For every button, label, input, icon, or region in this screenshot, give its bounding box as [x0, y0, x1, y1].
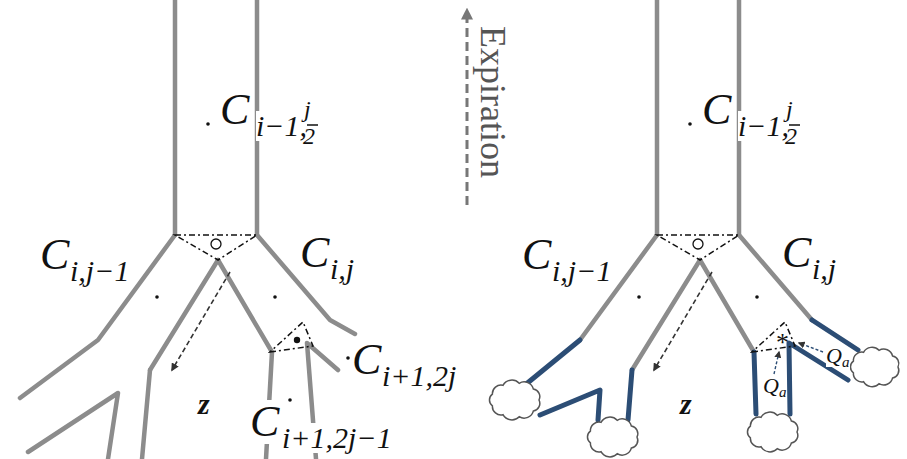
alveolus-cloud [850, 347, 898, 386]
centroid-dots [155, 122, 759, 402]
junction-circle [211, 239, 221, 249]
fraction-numerator: j [304, 97, 311, 121]
flow-symbol: Q [826, 345, 842, 367]
airway-tree-right [580, 0, 812, 370]
variable-symbol: C [782, 231, 811, 275]
subscript: i−1, [738, 111, 789, 141]
subscript: i+1,2j [382, 361, 456, 391]
variable-symbol: C [352, 338, 381, 382]
subscript: i,j−1 [70, 256, 129, 286]
junction-triangle [175, 235, 313, 352]
variable-symbol: C [522, 233, 551, 277]
junction-mark: * [776, 330, 789, 356]
z-axis-arrow [654, 272, 712, 370]
flow-arrow [799, 343, 823, 352]
junction-triangle [657, 235, 795, 352]
z-axis-arrow [172, 272, 230, 370]
flow-symbol: Q [763, 375, 779, 397]
subscript: i,j−1 [552, 256, 611, 286]
axis-label: z [198, 389, 210, 419]
alveolus-cloud [587, 417, 637, 457]
subscript: i−1, [256, 111, 307, 141]
variable-symbol: C [220, 88, 249, 132]
junction-circle [693, 239, 703, 249]
variable-symbol: C [702, 88, 731, 132]
subscript: a [842, 355, 850, 370]
fraction-denominator: 2 [303, 124, 315, 148]
alveolus-cloud [489, 380, 539, 420]
junction-dot [294, 337, 300, 343]
variable-symbol: C [300, 231, 329, 275]
expiration-arrow [466, 10, 469, 205]
fraction-numerator: j [786, 97, 793, 121]
subscript: i,j [812, 254, 836, 284]
axis-label: z [680, 389, 692, 419]
variable-symbol: C [250, 400, 279, 444]
subscript: i+1,2j−1 [282, 423, 392, 453]
direction-label: Expiration [475, 26, 511, 178]
variable-symbol: C [40, 233, 69, 277]
alveolus-cloud [747, 412, 797, 452]
subscript: a [779, 385, 787, 400]
fraction-denominator: 2 [785, 124, 797, 148]
airway-tree-left [20, 0, 355, 459]
terminal-airways [525, 320, 858, 420]
subscript: i,j [330, 254, 354, 284]
